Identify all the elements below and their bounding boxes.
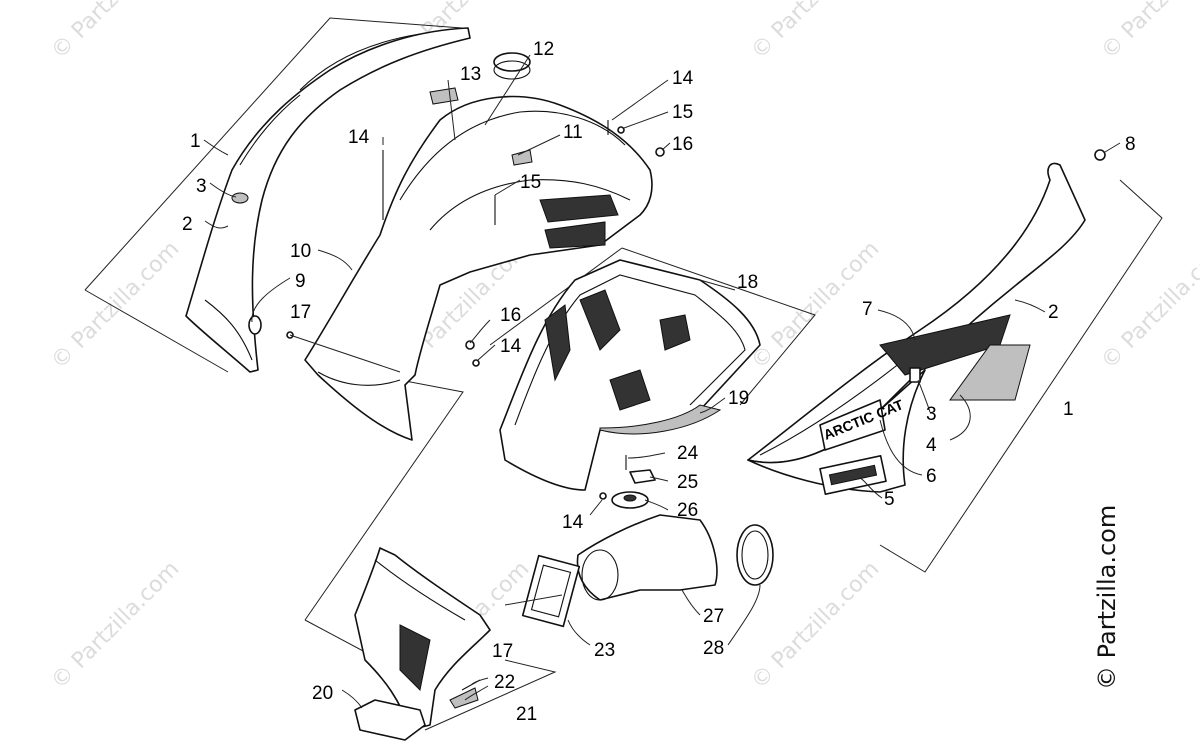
right-side-panel[interactable]: ARCTIC CAT xyxy=(747,149,1106,495)
bracket-25[interactable] xyxy=(629,469,656,484)
front-hood[interactable] xyxy=(304,52,665,441)
clamp-28[interactable] xyxy=(736,524,774,586)
callout-2b[interactable]: 2 xyxy=(1048,302,1059,323)
airbox-frame xyxy=(621,247,816,406)
callout-14d[interactable]: 14 xyxy=(562,512,584,533)
callout-23[interactable]: 23 xyxy=(594,640,615,661)
callout-10[interactable]: 10 xyxy=(290,241,311,262)
callout-1a[interactable]: 1 xyxy=(190,131,201,152)
callout-14a[interactable]: 14 xyxy=(348,127,370,148)
clip-16b[interactable] xyxy=(465,340,475,350)
intake-duct[interactable] xyxy=(521,455,774,628)
callout-28[interactable]: 28 xyxy=(703,638,724,659)
callout-16b[interactable]: 16 xyxy=(500,305,521,326)
callout-17a[interactable]: 17 xyxy=(290,302,311,323)
decal-4[interactable] xyxy=(949,344,1031,401)
watermark: © Partzilla.com xyxy=(47,557,185,695)
callout-2a[interactable]: 2 xyxy=(182,214,193,235)
bottom-frame-b xyxy=(424,659,557,731)
callout-16a[interactable]: 16 xyxy=(672,134,693,155)
callout-15a[interactable]: 15 xyxy=(520,172,541,193)
callout-24[interactable]: 24 xyxy=(677,443,699,464)
callout-14b[interactable]: 14 xyxy=(672,68,694,89)
callout-12[interactable]: 12 xyxy=(533,39,554,60)
callout-18[interactable]: 18 xyxy=(737,272,758,293)
callout-1b[interactable]: 1 xyxy=(1063,399,1074,420)
callout-9[interactable]: 9 xyxy=(295,271,306,292)
callout-15b[interactable]: 15 xyxy=(672,102,693,123)
screw-14c[interactable] xyxy=(472,359,480,367)
grommet-9[interactable] xyxy=(248,315,262,335)
watermark: © Partzilla.com xyxy=(1097,0,1200,64)
callout-25[interactable]: 25 xyxy=(677,472,698,493)
callout-17b[interactable]: 17 xyxy=(492,641,513,662)
airbox[interactable] xyxy=(499,259,761,491)
decal-22[interactable] xyxy=(449,687,479,709)
callout-21[interactable]: 21 xyxy=(516,704,537,725)
group-frames xyxy=(84,17,1163,731)
callout-20[interactable]: 20 xyxy=(312,683,333,704)
callout-19[interactable]: 19 xyxy=(728,388,749,409)
copyright-notice: © Partzilla.com xyxy=(1093,505,1121,690)
watermark: © Partzilla.com xyxy=(747,0,885,64)
decal-6[interactable] xyxy=(819,399,886,451)
fastener-8[interactable] xyxy=(1094,149,1106,161)
callout-3a[interactable]: 3 xyxy=(196,176,207,197)
grille-20[interactable] xyxy=(354,699,426,741)
callout-labels: 1 2 3 9 17 10 13 12 14 11 15 14 15 16 8 … xyxy=(182,39,1136,725)
cap-12[interactable] xyxy=(493,52,531,72)
callout-11[interactable]: 11 xyxy=(563,122,583,143)
screw-14d[interactable] xyxy=(599,492,607,500)
callout-13[interactable]: 13 xyxy=(460,64,481,85)
rivet-15a[interactable] xyxy=(617,126,625,134)
seal-19[interactable] xyxy=(599,404,722,435)
watermark: © Partzilla.com xyxy=(47,237,185,375)
callout-26[interactable]: 26 xyxy=(677,500,698,521)
left-side-panel-frame xyxy=(84,17,463,291)
leader-lines xyxy=(203,54,1121,709)
watermark: © Partzilla.com xyxy=(47,0,185,64)
right-side-panel-frame xyxy=(879,179,1163,573)
bezel-13[interactable] xyxy=(429,87,459,105)
callout-3b[interactable]: 3 xyxy=(926,404,937,425)
callout-4[interactable]: 4 xyxy=(926,435,937,456)
callout-14c[interactable]: 14 xyxy=(500,336,522,357)
left-side-panel-frame-bottom xyxy=(84,289,229,373)
callout-7[interactable]: 7 xyxy=(862,299,873,320)
emblem-3[interactable] xyxy=(231,192,249,204)
watermark: © Partzilla.com xyxy=(1097,237,1200,375)
emblem-3b[interactable] xyxy=(909,367,921,383)
seal-23[interactable] xyxy=(521,554,581,628)
callout-8[interactable]: 8 xyxy=(1125,134,1136,155)
nose-frame xyxy=(304,379,464,621)
callout-6[interactable]: 6 xyxy=(926,466,937,487)
callout-5[interactable]: 5 xyxy=(884,489,895,510)
callout-22-visible[interactable]: 22 xyxy=(494,672,515,693)
callout-27[interactable]: 27 xyxy=(703,606,724,627)
duct-27[interactable] xyxy=(576,514,718,601)
airbox-frame-left xyxy=(489,247,623,346)
